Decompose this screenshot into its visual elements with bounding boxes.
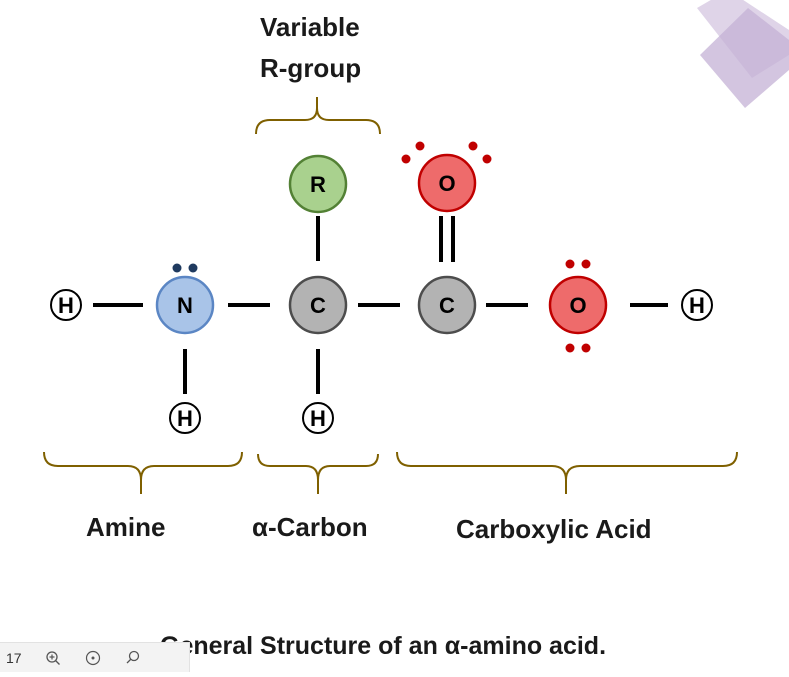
braces	[43, 97, 738, 494]
svg-text:O: O	[438, 171, 455, 196]
r-group-title-line-2: R-group	[260, 53, 362, 83]
svg-text:C: C	[310, 293, 326, 318]
r-group-title-line-1: Variable	[260, 12, 360, 42]
lone-pairs-o-carbonyl	[401, 141, 492, 164]
atom-h-below-n: H	[169, 402, 201, 434]
atom-r-group: R	[288, 154, 348, 214]
lone-pairs-o-hydroxyl	[565, 259, 591, 353]
corner-decoration	[697, 0, 789, 108]
brace-alpha-carbon	[257, 453, 379, 494]
svg-text:H: H	[689, 293, 705, 318]
bonds	[93, 216, 668, 394]
carboxylic-acid-label: Carboxylic Acid	[456, 514, 652, 544]
atom-oxygen-hydroxyl: O	[548, 275, 608, 335]
atom-h-right: H	[681, 289, 713, 321]
svg-text:O: O	[569, 293, 586, 318]
atom-h-left: H	[50, 289, 82, 321]
svg-text:N: N	[177, 293, 193, 318]
viewer-toolbar: 17	[0, 642, 190, 672]
caption: General Structure of an α-amino acid.	[160, 632, 607, 660]
brace-r-group	[255, 97, 381, 135]
zoom-in-icon[interactable]	[44, 649, 62, 667]
svg-text:H: H	[310, 406, 326, 431]
lone-pair-n	[172, 263, 198, 273]
svg-text:R: R	[310, 172, 326, 197]
brace-carboxylic	[396, 451, 738, 494]
atom-carbon-alpha: C	[288, 275, 348, 335]
svg-text:H: H	[58, 293, 74, 318]
page-number: 17	[6, 649, 22, 666]
svg-text:C: C	[439, 293, 455, 318]
fit-page-icon[interactable]	[84, 649, 102, 667]
amine-label: Amine	[86, 512, 166, 542]
search-icon[interactable]	[124, 649, 142, 667]
atom-oxygen-carbonyl: O	[417, 153, 477, 213]
atom-h-below-c: H	[302, 402, 334, 434]
alpha-carbon-label: α-Carbon	[252, 512, 368, 542]
svg-text:H: H	[177, 406, 193, 431]
brace-amine	[43, 451, 243, 494]
atom-carbon-carbonyl: C	[417, 275, 477, 335]
atom-nitrogen: N	[155, 275, 215, 335]
